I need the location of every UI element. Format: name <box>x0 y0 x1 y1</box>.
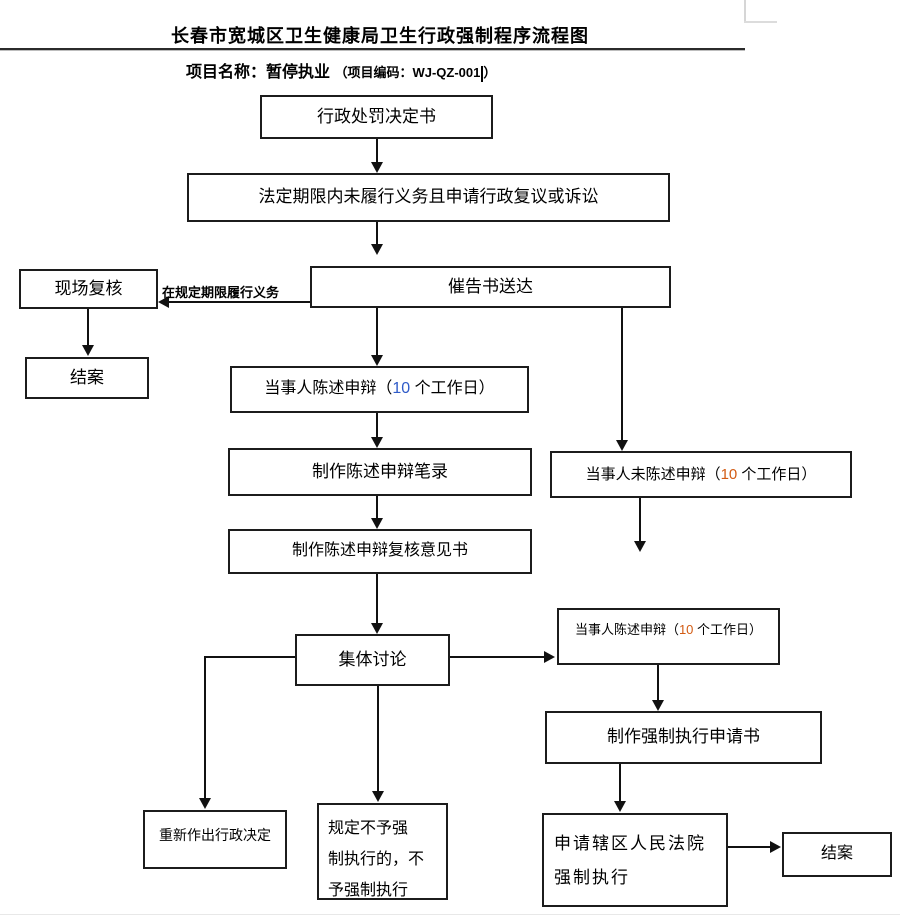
node-make-statement-record-label: 制作陈述申辩笔录 <box>312 461 448 481</box>
node-review-opinion-doc-label: 制作陈述申辩复核意见书 <box>291 542 468 560</box>
node-site-review: 现场复核 <box>19 269 158 309</box>
node-close-case-left-label: 结案 <box>70 367 104 387</box>
node-statement-defense-label: 当事人陈述申辩（10 个工作日） <box>264 379 494 400</box>
text-cursor <box>481 66 484 82</box>
page-title: 长春市宽城区卫生健康局卫生行政强制程序流程图 <box>171 26 589 46</box>
arrow-discussion-to-statementright-line <box>450 656 545 658</box>
node-enforcement-application-label: 制作强制执行申请书 <box>607 727 760 747</box>
arrow-application-to-court-head <box>614 801 626 812</box>
title-underline <box>0 48 745 51</box>
node-close-case-left: 结案 <box>25 357 149 399</box>
node-not-fulfilled: 法定期限内未履行义务且申请行政复议或诉讼 <box>187 173 670 222</box>
arrow-court-to-close-head <box>770 841 781 853</box>
text-suffix: 个工作日） <box>693 622 763 637</box>
text-prefix: 当事人陈述申辩（ <box>574 622 679 637</box>
arrow-record-to-opinion-line <box>376 496 378 519</box>
highlight-days: 10 <box>678 622 694 637</box>
node-no-statement-label: 当事人未陈述申辩（10 个工作日） <box>586 465 817 485</box>
node-court-enforcement-line2: 强制执行 <box>554 868 630 887</box>
arrow-sitereview-to-close-line <box>87 309 89 346</box>
node-court-enforcement-line1: 申请辖区人民法院 <box>554 834 706 853</box>
project-name-label: 项目名称：暂停执业 <box>186 64 331 81</box>
node-reminder-delivery-label: 催告书送达 <box>448 276 533 296</box>
project-code: （项目编码：WJ-QZ-001 <box>334 65 481 80</box>
arrow-application-to-court-line <box>619 764 621 802</box>
arrow-reminder-to-sitereview-line <box>169 301 310 303</box>
arrow-sitereview-to-close-head <box>82 345 94 356</box>
arrow-opinion-to-discussion-head <box>371 623 383 634</box>
arrow-discussion-to-newdecision-head <box>199 798 211 809</box>
arrow-discussion-to-statementright-head <box>544 651 555 663</box>
text-prefix: 当事人未陈述申辩（ <box>585 465 721 483</box>
node-penalty-decision: 行政处罚决定书 <box>260 95 493 139</box>
highlight-days: 10 <box>720 465 738 483</box>
highlight-days: 10 <box>392 380 411 398</box>
arrow-discussion-left-vline <box>204 656 206 799</box>
node-group-discussion-label: 集体讨论 <box>338 649 407 669</box>
node-no-enforcement-line1: 规定不予强 <box>328 820 409 837</box>
page-corner-artifact-h <box>744 21 777 23</box>
node-new-admin-decision-label: 重新作出行政决定 <box>159 827 271 843</box>
arrow-discussion-to-noenforcement-head <box>372 791 384 802</box>
arrow-penalty-to-notfulfilled-head <box>371 162 383 173</box>
arrow-notfulfilled-to-reminder-head <box>371 244 383 255</box>
node-penalty-decision-label: 行政处罚决定书 <box>317 106 436 126</box>
edge-label-fulfill-within-period: 在规定期限履行义务 <box>162 285 280 300</box>
node-new-admin-decision: 重新作出行政决定 <box>143 810 287 869</box>
arrow-statementright-to-application-head <box>652 700 664 711</box>
node-review-opinion-doc: 制作陈述申辩复核意见书 <box>228 529 532 574</box>
node-no-enforcement: 规定不予强 制执行的，不 予强制执行 <box>317 803 448 900</box>
arrow-reminder-to-sitereview-head <box>158 296 169 308</box>
project-code-close: ） <box>483 65 497 80</box>
node-make-statement-record: 制作陈述申辩笔录 <box>228 448 532 496</box>
arrow-nostatement-down-line <box>639 498 641 542</box>
node-statement-defense-right-label: 当事人陈述申辩（10 个工作日） <box>575 622 762 639</box>
arrow-discussion-to-noenforcement-line <box>377 686 379 792</box>
node-site-review-label: 现场复核 <box>54 278 123 298</box>
node-close-case-right: 结案 <box>782 832 892 877</box>
node-reminder-delivery: 催告书送达 <box>310 266 671 308</box>
node-no-enforcement-line2: 制执行的，不 <box>328 851 425 868</box>
project-subtitle: 项目名称：暂停执业 （项目编码：WJ-QZ-001） <box>186 58 496 82</box>
arrow-reminder-to-statement-line <box>376 308 378 356</box>
node-court-enforcement: 申请辖区人民法院 强制执行 <box>542 813 728 907</box>
arrow-court-to-close-line <box>728 846 772 848</box>
arrow-statementright-to-application-line <box>657 665 659 701</box>
arrow-statement-to-record-head <box>371 437 383 448</box>
text-prefix: 当事人陈述申辩（ <box>264 380 393 398</box>
arrow-opinion-to-discussion-line <box>376 574 378 624</box>
node-no-statement: 当事人未陈述申辩（10 个工作日） <box>550 451 852 498</box>
arrow-statement-to-record-line <box>376 413 378 438</box>
arrow-reminder-to-statement-head <box>371 355 383 366</box>
node-enforcement-application: 制作强制执行申请书 <box>545 711 822 764</box>
node-statement-defense-right: 当事人陈述申辩（10 个工作日） <box>557 608 780 665</box>
node-no-enforcement-line3: 予强制执行 <box>328 882 409 899</box>
page-corner-artifact-v <box>744 0 746 23</box>
node-not-fulfilled-label: 法定期限内未履行义务且申请行政复议或诉讼 <box>258 187 599 207</box>
node-statement-defense: 当事人陈述申辩（10 个工作日） <box>230 366 529 413</box>
arrow-penalty-to-notfulfilled-line <box>376 139 378 163</box>
arrow-record-to-opinion-head <box>371 518 383 529</box>
text-suffix: 个工作日） <box>410 380 495 398</box>
arrow-discussion-left-hline <box>204 656 295 658</box>
node-group-discussion: 集体讨论 <box>295 634 450 686</box>
text-suffix: 个工作日） <box>737 465 817 483</box>
arrow-notfulfilled-to-reminder-line <box>376 222 378 245</box>
arrow-reminder-to-nostatement-line <box>621 308 623 441</box>
arrow-reminder-to-nostatement-head <box>616 440 628 451</box>
node-close-case-right-label: 结案 <box>820 845 853 863</box>
arrow-nostatement-down-head <box>634 541 646 552</box>
